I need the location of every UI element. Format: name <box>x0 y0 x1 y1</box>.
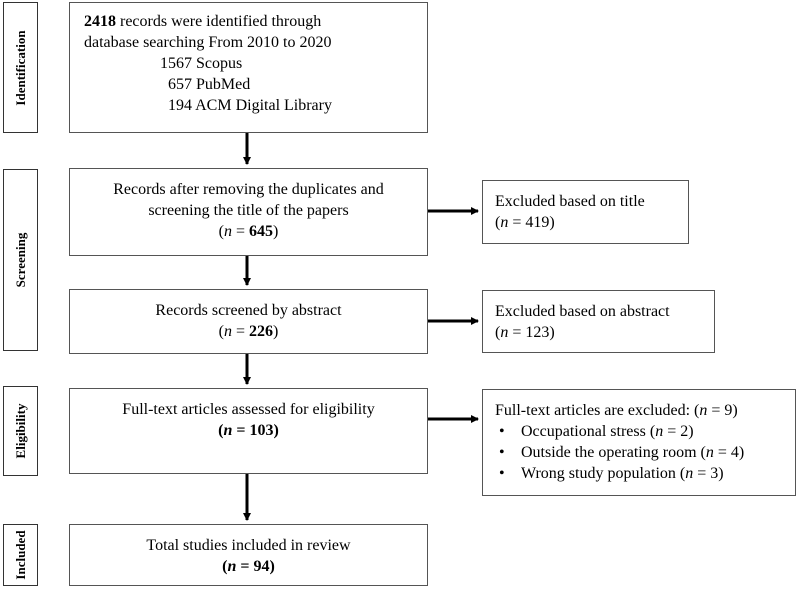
source-acm: 194 ACM Digital Library <box>168 97 332 114</box>
included-label: Total studies included in review <box>146 537 351 554</box>
screening-title-line-2: screening the title of the papers <box>148 202 349 219</box>
screening-title-box: Records after removing the duplicates an… <box>69 168 428 256</box>
stage-identification: Identification <box>3 2 38 133</box>
excluded-fulltext-label: Full-text articles are excluded: (n = 9) <box>495 402 738 419</box>
eligibility-count: (n = 103) <box>218 422 279 439</box>
excluded-title-box: Excluded based on title (n = 419) <box>482 180 689 244</box>
excluded-abstract-label: Excluded based on abstract <box>495 303 670 320</box>
stage-label: Identification <box>12 29 28 106</box>
stage-label: Screening <box>12 232 28 288</box>
included-box: Total studies included in review (n = 94… <box>69 524 428 586</box>
excluded-title-label: Excluded based on title <box>495 193 645 210</box>
excluded-abstract-count: (n = 123) <box>495 324 555 341</box>
eligibility-box: Full-text articles assessed for eligibil… <box>69 388 428 474</box>
excluded-title-count: (n = 419) <box>495 214 555 231</box>
list-item: •Occupational stress (n = 2) <box>499 423 694 440</box>
screening-abstract-label: Records screened by abstract <box>155 302 342 319</box>
source-pubmed: 657 PubMed <box>168 76 251 93</box>
source-scopus: 1567 Scopus <box>160 55 243 72</box>
list-item: •Outside the operating room (n = 4) <box>499 444 745 461</box>
screening-title-line-1: Records after removing the duplicates an… <box>113 181 384 198</box>
list-item: •Wrong study population (n = 3) <box>499 465 724 482</box>
screening-abstract-box: Records screened by abstract (n = 226) <box>69 289 428 354</box>
identified-count: 2418 <box>84 13 116 30</box>
exclusion-reasons-list: •Occupational stress (n = 2) •Outside th… <box>495 421 795 484</box>
stage-included: Included <box>3 524 38 586</box>
excluded-fulltext-box: Full-text articles are excluded: (n = 9)… <box>482 389 796 496</box>
eligibility-label: Full-text articles assessed for eligibil… <box>122 401 375 418</box>
stage-label: Included <box>12 530 28 580</box>
included-count: (n = 94) <box>222 558 275 575</box>
stage-label: Eligibility <box>12 403 28 459</box>
identification-box: 2418 records were identified through dat… <box>69 2 428 133</box>
identification-line-2: database searching From 2010 to 2020 <box>84 34 332 51</box>
stage-eligibility: Eligibility <box>3 386 38 476</box>
excluded-abstract-box: Excluded based on abstract (n = 123) <box>482 290 715 353</box>
screening-abstract-count: (n = 226) <box>218 323 279 340</box>
identification-line-1: 2418 records were identified through <box>84 13 322 30</box>
screening-title-count: (n = 645) <box>218 223 279 240</box>
stage-screening: Screening <box>3 169 38 351</box>
